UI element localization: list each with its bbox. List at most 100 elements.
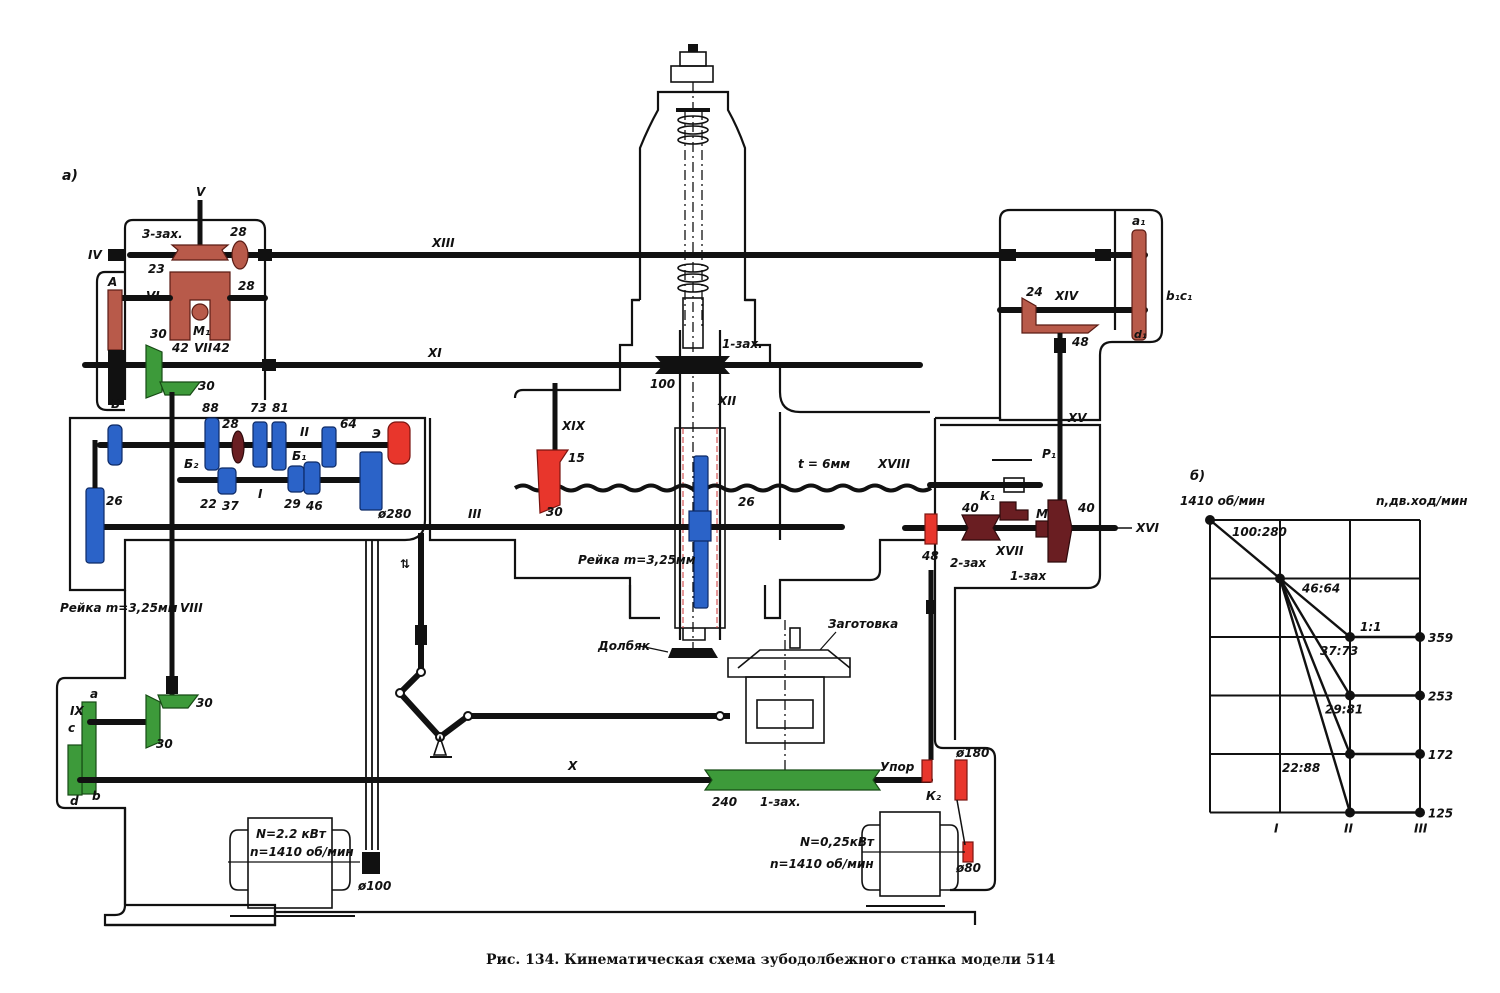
motor-aux: N=0,25кВт n=1410 об/мин [770, 811, 965, 907]
worm-3-start: 3-зах. 23 28 [142, 225, 249, 276]
worm-wheel-40 [1047, 499, 1073, 563]
label-shaft-VIII: VIII [180, 601, 203, 615]
ray-100-280 [1209, 519, 1281, 580]
svg-text:Б₁: Б₁ [292, 449, 306, 463]
svg-text:n=1410 об/мин: n=1410 об/мин [250, 845, 354, 859]
ratio-label: 100:280 [1232, 525, 1287, 539]
cutter-icon [668, 648, 718, 658]
output-speed-label: n,дв.ход/мин [1376, 494, 1468, 508]
motor-main: N=2.2 кВт n=1410 об/мин ø100 [228, 817, 391, 917]
belt-drive [365, 540, 379, 850]
node-shaft-II-172 [1345, 749, 1355, 759]
label-shaft-II: II [300, 425, 309, 439]
svg-text:28: 28 [230, 225, 247, 239]
linkage: ⇅ [395, 533, 730, 758]
bevel-gears-30-30: 30 30 [145, 327, 215, 399]
label-z40a: 40 [961, 501, 979, 515]
label-z26b: 26 [738, 495, 755, 509]
label-shaft-III: III [468, 507, 482, 521]
svg-text:88: 88 [202, 401, 219, 415]
label-rack-center: Рейка m=3,25мм [578, 553, 696, 567]
svg-text:30: 30 [150, 327, 167, 341]
label-up-down-arrow: ⇅ [400, 557, 410, 571]
label-shaft-I: I [258, 487, 263, 501]
label-shaft-XI: XI [427, 346, 442, 360]
node-shaft-III-359 [1415, 632, 1425, 642]
label-z48b: 48 [921, 549, 939, 563]
label-z24: 24 [1026, 285, 1043, 299]
pulley-180 [954, 759, 968, 801]
label-d180: ø180 [955, 746, 989, 760]
label-rack-left: Рейка m=3,25мм [60, 601, 178, 615]
speed-diagram: б) 1410 об/мин n,дв.ход/мин 359253172125… [1180, 469, 1468, 836]
label-shaft-XIV: XIV [1054, 289, 1080, 303]
part-a-label: а) [62, 168, 78, 184]
shaft-label-II: II [1344, 822, 1353, 836]
clutch-K1 [999, 501, 1029, 521]
clutch-K2 [921, 759, 933, 783]
svg-text:n=1410 об/мин: n=1410 об/мин [770, 857, 874, 871]
svg-text:73: 73 [250, 401, 267, 415]
label-shaft-XVII: XVII [995, 544, 1024, 558]
bevel-gear-24-48 [1021, 296, 1100, 334]
worm-wheel-100: 1-зах. 100 [650, 337, 763, 391]
svg-text:3-зах.: 3-зах. [142, 227, 183, 241]
svg-text:Э: Э [372, 427, 381, 441]
svg-text:d: d [70, 794, 79, 808]
label-shaft-IV: IV [88, 248, 103, 262]
label-b1c1: b₁c₁ [1166, 289, 1192, 303]
label-z30c: 30 [546, 505, 563, 519]
node-input [1205, 515, 1215, 525]
node-shaft-II-359 [1345, 632, 1355, 642]
svg-text:64: 64 [340, 417, 357, 431]
node-shaft-II-125 [1345, 807, 1355, 818]
output-speed-359: 359 [1428, 631, 1453, 645]
output-speed-172: 172 [1428, 748, 1453, 762]
part-b-label: б) [1190, 469, 1205, 484]
ray-to-172 [1278, 578, 1352, 755]
svg-text:N=0,25кВт: N=0,25кВт [800, 835, 875, 849]
workpiece-table: Заготовка [727, 617, 898, 780]
svg-text:ø100: ø100 [357, 879, 391, 893]
ratio-label: 29:81 [1325, 703, 1363, 717]
svg-text:ø280: ø280 [377, 507, 411, 521]
label-z240: 240 [712, 795, 737, 809]
label-z15: 15 [568, 451, 585, 465]
label-z40b: 40 [1077, 501, 1095, 515]
machine-housing [55, 90, 1164, 927]
spring-top-icon [676, 108, 710, 145]
svg-text:30: 30 [198, 379, 215, 393]
label-A: А [107, 275, 117, 289]
svg-text:42: 42 [212, 341, 230, 355]
node-shaft-III-253 [1415, 690, 1425, 701]
node-shaft-I [1275, 573, 1285, 584]
bevel-gear-30-lower [145, 694, 161, 749]
ray-to-359 [1279, 577, 1351, 638]
label-P1: P₁ [1042, 447, 1056, 461]
svg-text:46: 46 [305, 499, 323, 513]
label-stop: Упор [880, 760, 915, 774]
label-a1: a₁ [1132, 214, 1145, 228]
output-speed-253: 253 [1428, 690, 1453, 704]
svg-text:42: 42 [171, 341, 189, 355]
label-z30e: 30 [156, 737, 173, 751]
label-shaft-VI: VI [146, 289, 160, 303]
label-shaft-XII: XII [717, 394, 737, 408]
label-shaft-X: X [567, 759, 578, 773]
label-shaft-IX: IX [70, 704, 84, 718]
label-K2: К₂ [926, 789, 942, 803]
svg-text:28: 28 [222, 417, 239, 431]
label-z26a: 26 [106, 494, 123, 508]
svg-text:22: 22 [200, 497, 217, 511]
label-cutter: Долбяк [597, 639, 651, 653]
svg-text:c: c [68, 721, 75, 735]
svg-text:1-зах.: 1-зах. [722, 337, 763, 351]
label-shaft-XV: XV [1067, 411, 1088, 425]
svg-text:М₁: М₁ [193, 324, 210, 338]
svg-text:37: 37 [222, 499, 239, 513]
label-B: В [111, 397, 120, 411]
svg-text:29: 29 [284, 497, 301, 511]
clutch-M1: М₁ 42 42 VII 28 [169, 271, 255, 355]
lead-screw-XVIII [513, 483, 933, 493]
